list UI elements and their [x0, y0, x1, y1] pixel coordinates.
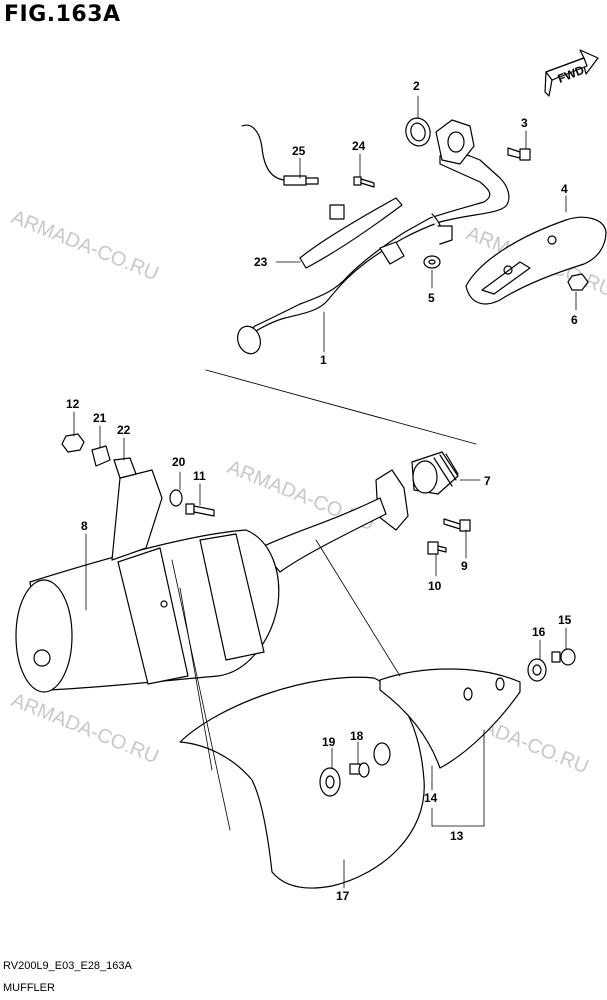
- callout-12: 12: [66, 397, 80, 411]
- callout-13: 13: [450, 829, 464, 843]
- bolt: [507, 147, 531, 161]
- nut: [61, 433, 85, 453]
- bolt: [353, 176, 375, 188]
- callout-21: 21: [93, 411, 107, 425]
- callout-15: 15: [558, 613, 572, 627]
- callout-18: 18: [350, 729, 364, 743]
- bolt: [551, 648, 576, 666]
- figure-caption: MUFFLER: [3, 982, 55, 994]
- joint-cover: [411, 451, 459, 495]
- exhaust-flange: [435, 119, 475, 165]
- callout-16: 16: [532, 625, 546, 639]
- pipe-protector: [465, 216, 607, 305]
- callout-25: 25: [292, 144, 306, 158]
- callout-4: 4: [561, 182, 568, 196]
- bolt: [427, 541, 447, 555]
- bolt: [443, 518, 471, 532]
- callout-17: 17: [336, 889, 350, 903]
- grommet: [319, 767, 341, 797]
- callout-2: 2: [413, 79, 420, 93]
- figure-title: FIG.163A: [4, 2, 121, 27]
- cushion: [113, 457, 137, 479]
- callout-5: 5: [428, 291, 435, 305]
- collar: [91, 445, 111, 467]
- watermark: ARMADA-CO.RU: [8, 689, 162, 768]
- callout-20: 20: [172, 455, 186, 469]
- nut: [567, 273, 589, 291]
- washer: [423, 255, 441, 269]
- callout-11: 11: [193, 469, 206, 483]
- pipe-heat-shield: [299, 197, 403, 269]
- muffler-cover: [179, 676, 425, 889]
- washer: [169, 489, 183, 507]
- callout-10: 10: [428, 579, 442, 593]
- oxygen-sensor: [241, 124, 319, 186]
- callout-23: 23: [254, 255, 268, 269]
- callout-3: 3: [521, 116, 528, 130]
- exhaust-pipe: [237, 149, 510, 355]
- callout-9: 9: [461, 559, 468, 573]
- watermark: ARMADA-CO.RU: [8, 206, 162, 285]
- exhaust-gasket: [405, 117, 431, 147]
- callout-14: 14: [424, 791, 438, 805]
- bolt: [185, 503, 215, 517]
- nut: [527, 658, 547, 682]
- cover-plate: [379, 668, 521, 769]
- bolt: [349, 762, 370, 778]
- fwd-label: FWD: [556, 63, 587, 86]
- callout-7: 7: [484, 474, 491, 488]
- forward-arrow-icon: FWD: [544, 49, 599, 97]
- muffler-body: [15, 469, 387, 693]
- callout-1: 1: [320, 353, 327, 367]
- figure-code: RV200L9_E03_E28_163A: [3, 960, 132, 972]
- pipe-bracket: [379, 241, 405, 265]
- callout-22: 22: [117, 423, 131, 437]
- callout-19: 19: [322, 735, 336, 749]
- callout-6: 6: [571, 313, 578, 327]
- callout-8: 8: [81, 519, 88, 533]
- callout-24: 24: [352, 139, 366, 153]
